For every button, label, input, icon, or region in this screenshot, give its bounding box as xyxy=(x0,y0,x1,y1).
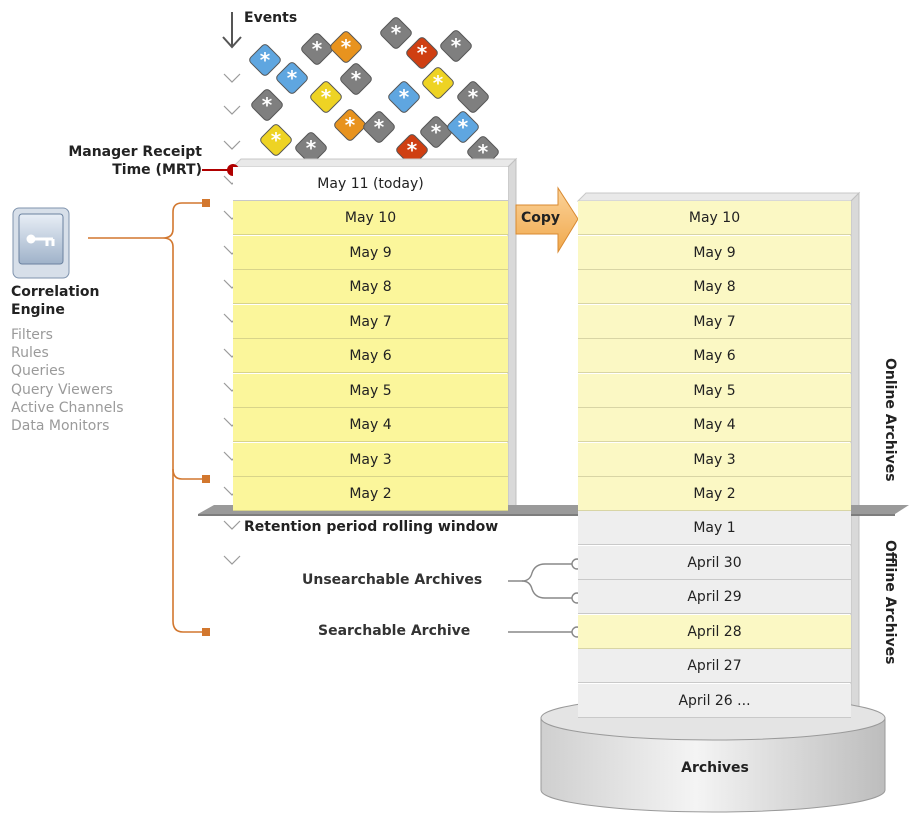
archive-row: April 29 xyxy=(578,580,851,614)
archive-row: May 7 xyxy=(578,305,851,339)
svg-text:*: * xyxy=(433,71,444,95)
event-diamond-icon: * xyxy=(276,62,308,94)
archive-row: May 1 xyxy=(578,511,851,545)
svg-text:*: * xyxy=(458,115,469,139)
stack-row-today: May 11 (today) xyxy=(233,167,508,201)
correlation-connector xyxy=(88,202,206,633)
stack-row: May 4 xyxy=(233,408,508,442)
svg-text:*: * xyxy=(374,115,385,139)
svg-text:*: * xyxy=(417,41,428,65)
event-diamond-icon: * xyxy=(249,44,281,76)
stack-row: May 2 xyxy=(233,477,508,511)
searchable-archive-label: Searchable Archive xyxy=(318,623,471,639)
event-diamond-icon: * xyxy=(388,81,420,113)
svg-text:*: * xyxy=(262,93,273,117)
correlation-engine-icon xyxy=(12,207,70,279)
event-diamond-icon: * xyxy=(301,33,333,65)
event-diamond-icon: * xyxy=(295,132,327,164)
offline-archives-label: Offline Archives xyxy=(882,539,898,665)
events-label: Events xyxy=(244,10,298,26)
unsearchable-archives-label: Unsearchable Archives xyxy=(302,572,483,588)
svg-text:*: * xyxy=(399,85,410,109)
svg-text:*: * xyxy=(431,120,442,144)
archives-label: Archives xyxy=(681,760,749,776)
archive-row: May 5 xyxy=(578,374,851,408)
event-diamond-icon: * xyxy=(396,134,428,166)
event-diamond-icon: * xyxy=(340,63,372,95)
event-diamond-icon: * xyxy=(447,111,479,143)
svg-text:*: * xyxy=(391,21,402,45)
svg-text:*: * xyxy=(468,85,479,109)
event-diamond-icon: * xyxy=(330,31,362,63)
archive-row-searchable: April 28 xyxy=(578,615,851,649)
stack-row: May 10 xyxy=(233,201,508,235)
svg-text:*: * xyxy=(260,48,271,72)
archive-row: May 6 xyxy=(578,339,851,373)
event-diamond-icon: * xyxy=(422,67,454,99)
svg-text:*: * xyxy=(478,140,489,164)
ce-item-rules: Rules xyxy=(11,345,49,362)
archive-row: April 30 xyxy=(578,546,851,580)
mrt-label-line1: Manager Receipt xyxy=(68,144,202,160)
mrt-label-line2: Time (MRT) xyxy=(112,162,202,178)
event-diamond-icon: * xyxy=(334,109,366,141)
stack-row: May 9 xyxy=(233,236,508,270)
correlation-engine-list: Filters Rules Queries Query Viewers Acti… xyxy=(11,326,124,435)
stack-row: May 3 xyxy=(233,443,508,477)
event-diamond-icon: * xyxy=(251,89,283,121)
svg-text:*: * xyxy=(306,136,317,160)
connector-endpoints xyxy=(202,199,210,636)
ce-item-filters: Filters xyxy=(11,327,53,343)
archive-row: May 10 xyxy=(578,201,851,235)
event-diamond-icon: * xyxy=(310,81,342,113)
ce-title-line2: Engine xyxy=(11,302,65,318)
svg-text:*: * xyxy=(407,138,418,162)
event-diamond-icon: * xyxy=(457,81,489,113)
event-diamond-icon: * xyxy=(380,17,412,49)
svg-text:*: * xyxy=(321,85,332,109)
ce-item-active-channels: Active Channels xyxy=(11,399,124,416)
retention-label: Retention period rolling window xyxy=(244,519,499,535)
copy-arrow-icon xyxy=(515,186,579,254)
ce-title-line1: Correlation xyxy=(11,284,100,300)
archive-row: May 8 xyxy=(578,270,851,304)
archive-row: May 3 xyxy=(578,443,851,477)
event-diamond-icon: * xyxy=(260,124,292,156)
ce-item-query-viewers: Query Viewers xyxy=(11,381,113,398)
svg-text:*: * xyxy=(312,37,323,61)
correlation-engine-title: Correlation Engine xyxy=(11,283,131,319)
ce-item-queries: Queries xyxy=(11,363,66,380)
online-archives-label: Online Archives xyxy=(882,358,898,482)
archive-row: April 26 ... xyxy=(578,684,851,718)
ce-item-data-monitors: Data Monitors xyxy=(11,418,110,435)
svg-text:*: * xyxy=(345,113,356,137)
event-diamond-icon: * xyxy=(440,30,472,62)
archive-row: May 4 xyxy=(578,408,851,442)
svg-text:*: * xyxy=(351,67,362,91)
stack-row: May 7 xyxy=(233,305,508,339)
svg-text:*: * xyxy=(287,66,298,90)
svg-text:*: * xyxy=(451,34,462,58)
stack-row: May 5 xyxy=(233,374,508,408)
archive-row: May 2 xyxy=(578,477,851,511)
stack-row: May 6 xyxy=(233,339,508,373)
event-diamond-icon: * xyxy=(363,111,395,143)
archive-row: May 9 xyxy=(578,236,851,270)
svg-text:*: * xyxy=(271,128,282,152)
svg-text:*: * xyxy=(341,35,352,59)
stack-row: May 8 xyxy=(233,270,508,304)
events-down-arrow-icon xyxy=(222,12,242,49)
mrt-label: Manager Receipt Time (MRT) xyxy=(40,143,202,179)
event-icons: ********************* xyxy=(249,17,499,168)
event-diamond-icon: * xyxy=(420,116,452,148)
archive-row: April 27 xyxy=(578,649,851,683)
copy-label: Copy xyxy=(521,210,561,226)
archive-pointer-lines xyxy=(508,563,572,633)
event-diamond-icon: * xyxy=(406,37,438,69)
